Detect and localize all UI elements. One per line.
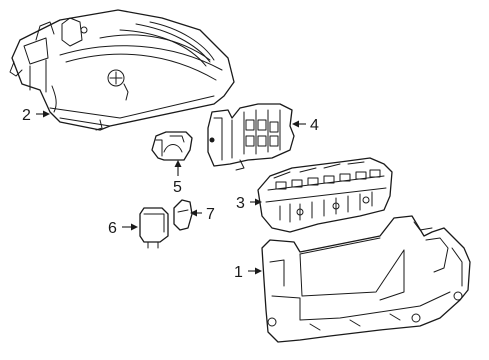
callout-3: 3 <box>236 195 245 212</box>
part-1-lower-housing <box>261 215 471 343</box>
callout-7: 7 <box>206 206 215 223</box>
part-7-small-clip <box>173 199 193 231</box>
part-6-relay <box>139 207 169 249</box>
part-4-relay-bracket <box>207 103 295 171</box>
callout-6: 6 <box>108 220 117 237</box>
callout-2: 2 <box>22 107 31 124</box>
leader-lines <box>36 110 306 275</box>
callout-5: 5 <box>173 179 182 196</box>
part-2-cover <box>9 9 235 131</box>
part-3-fuse-block <box>257 157 393 233</box>
callout-4: 4 <box>310 117 319 134</box>
callout-1: 1 <box>234 264 243 281</box>
part-5-clip <box>151 131 193 161</box>
